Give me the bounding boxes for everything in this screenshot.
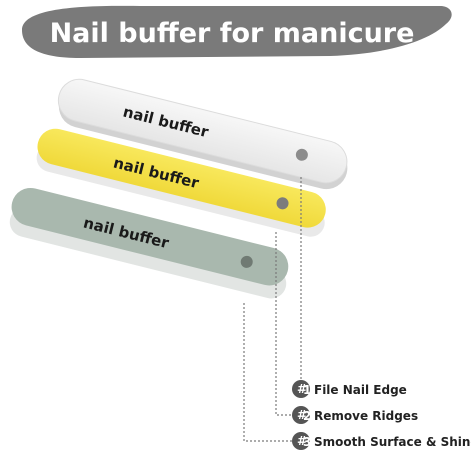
leader-line-2 (275, 232, 292, 416)
legend-badge-3 (292, 432, 310, 450)
legend-item-2: # 2 Remove Ridges (292, 406, 418, 424)
nail-buffer-green: nail buffer (9, 187, 289, 299)
legend-item-3: # 3 Smooth Surface & Shiner (292, 432, 471, 450)
svg-text:#: # (297, 434, 307, 448)
buffer-yellow-body (37, 128, 326, 228)
nail-buffer-yellow: nail buffer (36, 128, 326, 237)
buffer-yellow-hole-icon (276, 197, 289, 210)
banner-title: Nail buffer for manicure (50, 18, 415, 49)
buffer-white-hole-icon (295, 148, 308, 161)
legend-badge-2 (292, 406, 310, 424)
legend-text-3: Smooth Surface & Shiner (314, 435, 471, 449)
buffer-white-body (57, 78, 348, 184)
legend-badge-1 (292, 380, 310, 398)
legend-item-1: # 1 File Nail Edge (292, 380, 407, 398)
buffer-green-hole-icon (240, 255, 253, 268)
legend: # 1 File Nail Edge # 2 Remove Ridges # 3… (292, 380, 471, 450)
svg-text:#: # (297, 382, 307, 396)
legend-text-1: File Nail Edge (314, 383, 407, 397)
svg-text:#: # (297, 408, 307, 422)
nail-buffer-white: nail buffer (57, 78, 348, 190)
buffer-green-body (11, 187, 289, 286)
legend-num-1: 1 (303, 383, 311, 397)
legend-num-3: 3 (303, 435, 311, 449)
legend-text-2: Remove Ridges (314, 409, 418, 423)
banner-shape (22, 5, 452, 58)
title-banner: Nail buffer for manicure (22, 5, 452, 58)
legend-num-2: 2 (303, 409, 311, 423)
leader-line-3 (243, 303, 292, 442)
